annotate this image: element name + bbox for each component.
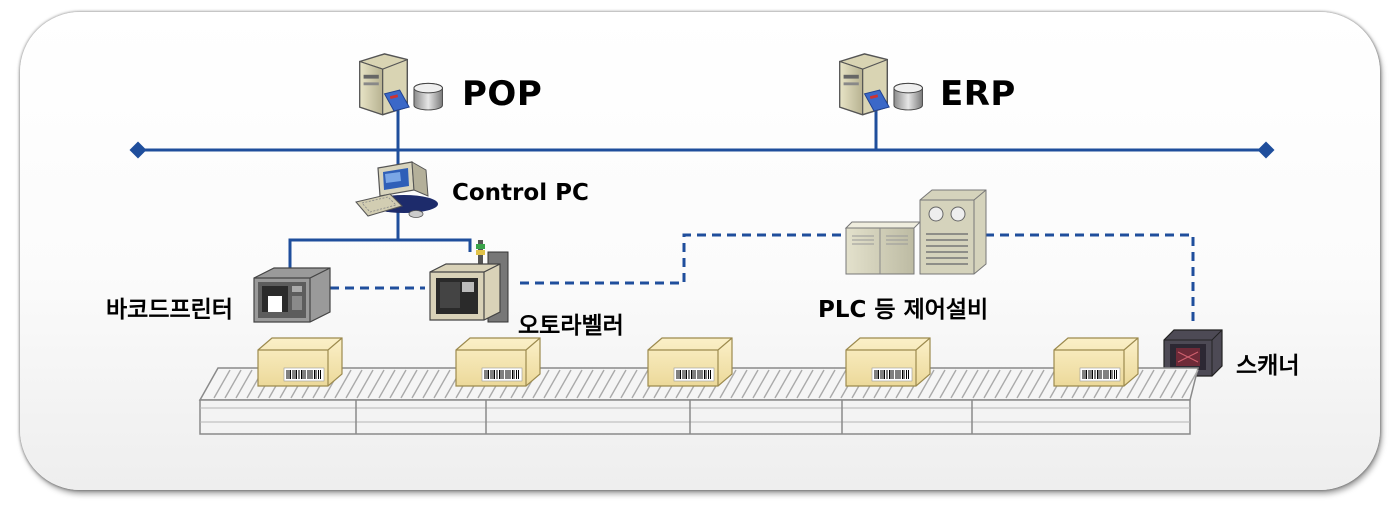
box-icon <box>455 337 541 387</box>
box-icon <box>845 337 931 387</box>
desktop-pc-icon <box>355 161 438 218</box>
auto-labeler-label: 오토라벨러 <box>518 313 624 339</box>
pop-server-icon <box>358 52 444 117</box>
conveyor-belt <box>198 367 1199 435</box>
dashed-connectors <box>330 233 1195 322</box>
box-icon <box>647 337 733 387</box>
barcode-printer-icon <box>253 267 331 323</box>
barcode-printer-label: 바코드프린터 <box>106 297 233 323</box>
erp-server-icon <box>838 52 924 117</box>
plc-cabinet-icon <box>844 189 987 275</box>
plc-label: PLC 등 제어설비 <box>818 297 989 323</box>
auto-labeler-icon <box>429 240 509 323</box>
box-icon <box>257 337 343 387</box>
control-pc-label: Control PC <box>452 180 589 206</box>
solid-connectors <box>288 108 878 270</box>
box-icon <box>1053 337 1139 387</box>
network-backbone <box>129 141 1275 159</box>
scanner-label: 스캐너 <box>1236 353 1300 379</box>
pop-label: POP <box>462 74 543 114</box>
erp-label: ERP <box>940 74 1016 114</box>
scanner-icon <box>1163 329 1223 377</box>
